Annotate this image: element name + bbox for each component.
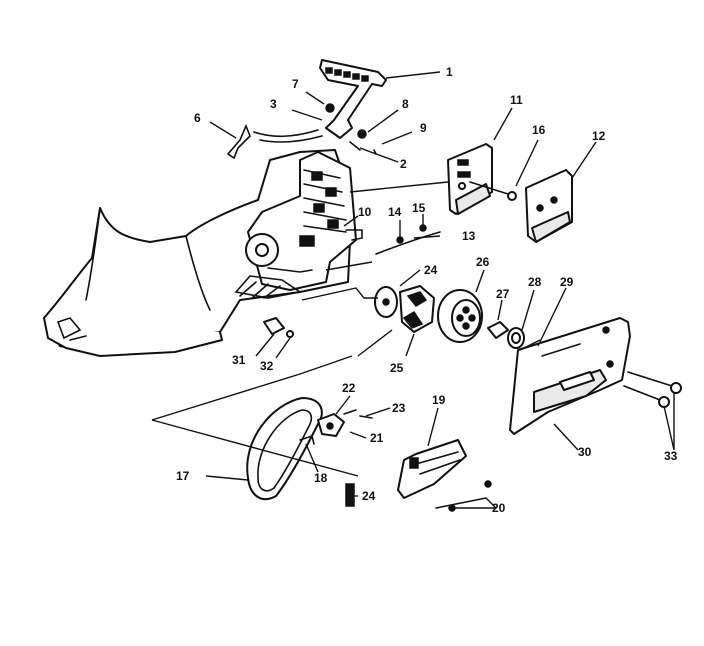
callout-7: 7 — [292, 77, 299, 91]
engine-block — [234, 151, 357, 299]
callout-leaders — [205, 71, 675, 509]
callout-20: 20 — [492, 501, 506, 515]
callout-22: 22 — [342, 381, 356, 395]
callout-11: 11 — [510, 93, 523, 107]
assembly-lines — [151, 181, 541, 477]
oil-pump-group — [246, 397, 373, 507]
oil-pump-19 — [397, 439, 492, 512]
callout-23: 23 — [392, 401, 406, 415]
callout-13: 13 — [462, 229, 476, 243]
callout-8: 8 — [402, 97, 409, 111]
callout-1: 1 — [446, 65, 453, 79]
callout-24-upper: 24 — [424, 263, 438, 277]
clutch-assembly — [374, 285, 536, 352]
callout-18: 18 — [314, 471, 328, 485]
handle-assembly — [226, 59, 387, 160]
side-plate-11 — [447, 143, 493, 215]
callout-32: 32 — [260, 359, 274, 373]
parts-31-32 — [263, 317, 294, 338]
callout-33: 33 — [664, 449, 678, 463]
callout-19: 19 — [432, 393, 446, 407]
callout-29: 29 — [560, 275, 574, 289]
callout-14: 14 — [388, 205, 402, 219]
callout-16: 16 — [532, 123, 546, 137]
engine-housing — [43, 149, 353, 357]
callout-28: 28 — [528, 275, 542, 289]
chain-cover — [509, 317, 631, 435]
callout-3: 3 — [270, 97, 277, 111]
side-plate-12 — [525, 169, 573, 243]
callout-31: 31 — [232, 353, 246, 367]
callout-24-lower: 24 — [362, 489, 376, 503]
callout-21: 21 — [370, 431, 384, 445]
bar-nuts — [623, 371, 682, 408]
callout-30: 30 — [578, 445, 592, 459]
callout-9: 9 — [420, 121, 427, 135]
callout-6: 6 — [194, 111, 201, 125]
callout-26: 26 — [476, 255, 490, 269]
callout-2: 2 — [400, 157, 407, 171]
callout-10: 10 — [358, 205, 372, 219]
callout-12: 12 — [592, 129, 606, 143]
callout-15: 15 — [412, 201, 426, 215]
callout-labels: 1 2 3 6 7 8 9 10 11 12 13 14 15 16 17 18… — [176, 65, 678, 515]
callout-25: 25 — [390, 361, 404, 375]
callout-27: 27 — [496, 287, 510, 301]
callout-17: 17 — [176, 469, 190, 483]
small-hardware — [345, 181, 517, 255]
